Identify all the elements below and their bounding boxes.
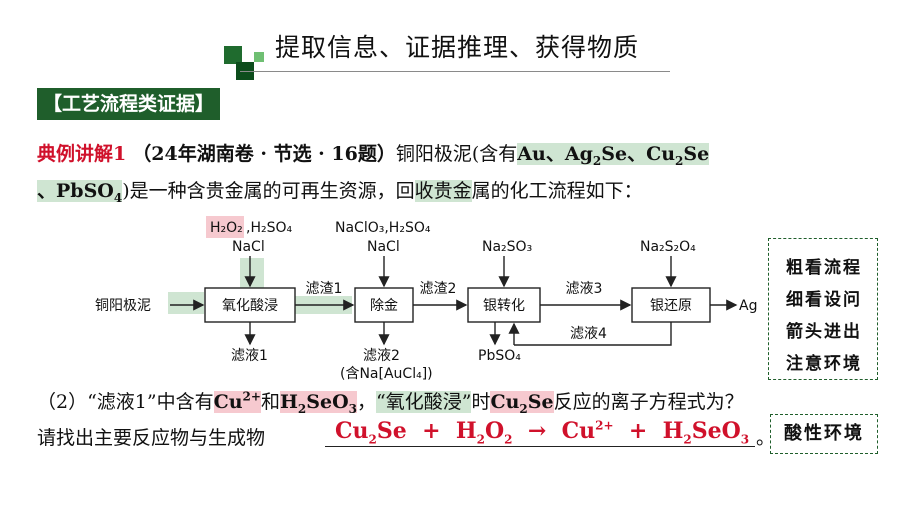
h2seo3-highlight: H2SeO3 xyxy=(279,391,358,416)
hint-line: 注意环境 xyxy=(786,354,862,374)
cu-ion-highlight: Cu2+ xyxy=(213,389,261,413)
cu2se-highlight: Cu2Se xyxy=(490,391,554,416)
intro-text: 铜阳极泥(含有 xyxy=(395,143,518,165)
box4-label: 银还原 xyxy=(650,298,692,314)
box-oxidative-leach xyxy=(204,287,296,323)
intro-text-2: )是一种含贵金属的可再生资源，回 xyxy=(122,180,415,202)
out1-label: 滤液1 xyxy=(231,348,268,364)
box1-label: 氧化酸浸 xyxy=(222,298,278,314)
decor-square xyxy=(224,46,242,64)
box-silver-reduction xyxy=(631,287,711,323)
reagent2-line1: NaClO₃,H₂SO₄ xyxy=(335,220,431,236)
reagent1-nacl: NaCl xyxy=(232,239,265,255)
section-tag: 【工艺流程类证据】 xyxy=(37,88,221,120)
highlight-bar xyxy=(240,258,264,288)
decor-square xyxy=(254,52,264,62)
box-silver-conversion xyxy=(467,287,541,323)
intro-text-3: 属的化工流程如下： xyxy=(471,180,643,202)
start-label: 铜阳极泥 xyxy=(95,298,151,314)
reagent1-h2o2: H₂O₂ xyxy=(210,220,243,236)
arrow23-label: 滤渣2 xyxy=(420,281,457,297)
slide-title: 提取信息、证据推理、获得物质 xyxy=(275,33,640,62)
out2-label: 滤液2 xyxy=(363,348,400,364)
answer-equation: Cu2Se + H2O2 → Cu2+ + H2SeO3 xyxy=(335,418,750,447)
source-text: （24年湖南卷 · 节选 · 16题） xyxy=(132,143,396,165)
au-highlight: Au、Ag2Se、Cu2Se xyxy=(517,143,710,168)
product-label: Ag xyxy=(739,298,757,314)
hint-line: 粗看流程 xyxy=(786,258,862,278)
highlight-bar xyxy=(168,292,204,314)
arrow12-label: 滤渣1 xyxy=(306,281,343,297)
answer-blank-line xyxy=(325,446,755,447)
question-number: （2）“滤液1”中含有 xyxy=(37,391,214,413)
recycle-label: 滤液4 xyxy=(570,326,607,342)
reagent1-rest: ,H₂SO₄ xyxy=(246,220,292,236)
recycle-line xyxy=(514,322,672,346)
recover-highlight: 收贵金 xyxy=(414,180,472,202)
hint-box: 粗看流程 细看设问 箭头进出 注意环境 xyxy=(768,238,878,380)
out3-label: PbSO₄ xyxy=(478,348,521,364)
answer-prompt: 请找出主要反应物与生成物 xyxy=(37,427,266,449)
pbso4-highlight: 、PbSO4 xyxy=(37,180,123,205)
highlight-pink xyxy=(206,216,244,238)
acid-environment-note: 酸性环境 xyxy=(770,414,878,454)
reagent4: Na₂S₂O₄ xyxy=(640,239,696,255)
box3-label: 银转化 xyxy=(483,298,525,314)
example-label: 典例讲解1 xyxy=(37,143,127,165)
reagent3: Na₂SO₃ xyxy=(482,239,532,255)
hint-line: 细看设问 xyxy=(786,290,862,310)
step-highlight: “氧化酸浸” xyxy=(376,391,472,413)
reagent2-line2: NaCl xyxy=(367,239,400,255)
out2-note: (含Na[AuCl₄]) xyxy=(340,366,433,382)
title-underline xyxy=(240,71,670,72)
intro-line-1: 典例讲解1 （24年湖南卷 · 节选 · 16题）铜阳极泥(含有Au、Ag2Se… xyxy=(37,139,710,168)
box-gold-removal xyxy=(354,287,414,323)
question-line: （2）“滤液1”中含有Cu2+和H2SeO3，“氧化酸浸”时Cu2Se反应的离子… xyxy=(37,389,744,416)
hint-line: 箭头进出 xyxy=(786,322,862,342)
box2-label: 除金 xyxy=(370,298,398,314)
arrow34-label: 滤液3 xyxy=(566,281,603,297)
intro-line-2: 、PbSO4)是一种含贵金属的可再生资源，回收贵金属的化工流程如下： xyxy=(37,176,643,205)
